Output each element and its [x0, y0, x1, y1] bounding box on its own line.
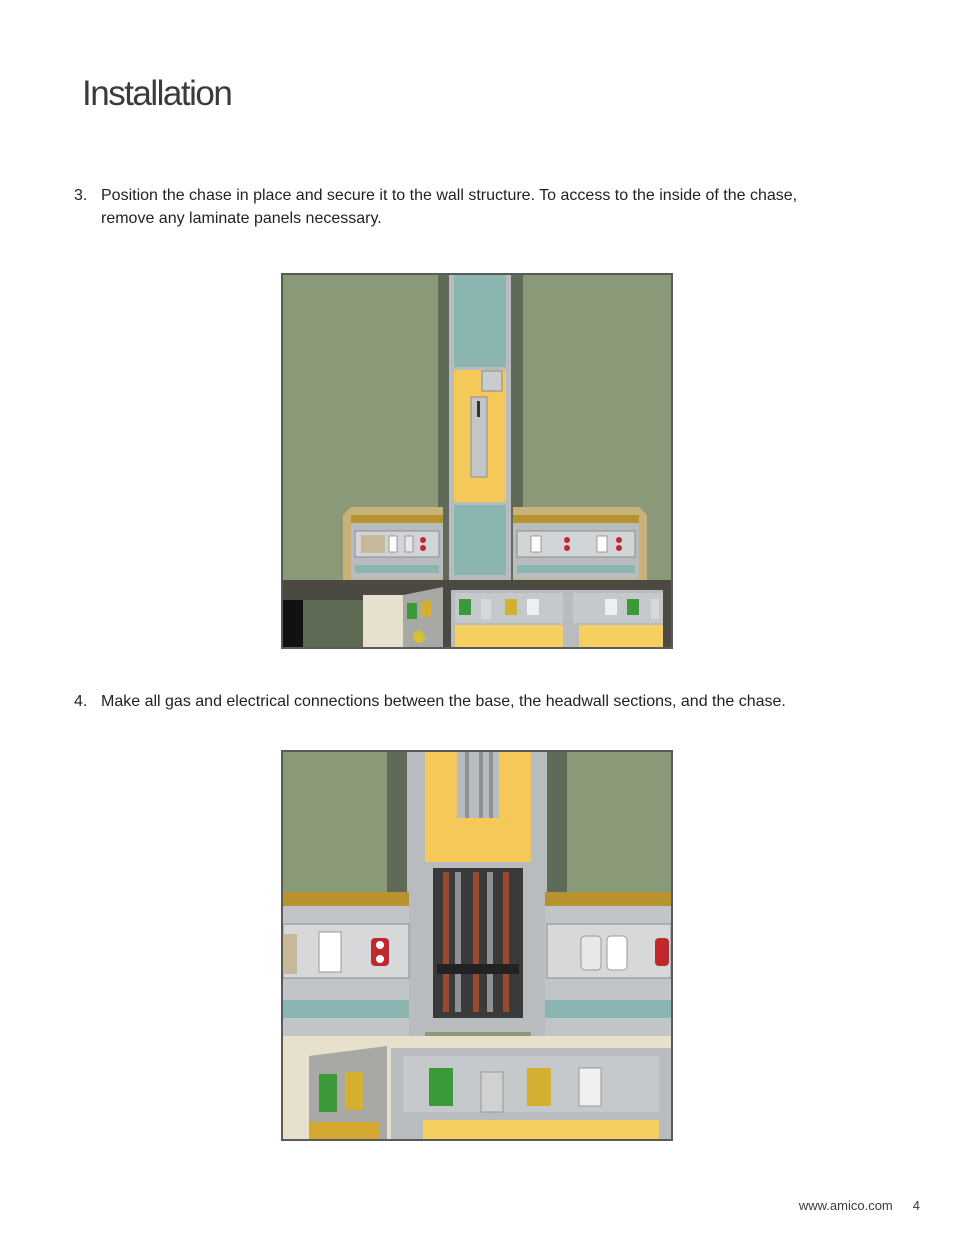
page-title: Installation — [82, 74, 233, 113]
chase-installation-illustration — [281, 273, 673, 649]
connections-illustration — [281, 750, 673, 1141]
step-number: 4. — [74, 693, 88, 710]
step-3: 3. Position the chase in place and secur… — [74, 184, 854, 230]
step-number: 3. — [74, 187, 88, 204]
footer-url: www.amico.com — [798, 1198, 893, 1213]
step-text: Make all gas and electrical connections … — [101, 693, 786, 710]
page-footer: www.amico.com 4 — [799, 1198, 920, 1213]
step-text: Position the chase in place and secure i… — [101, 187, 798, 227]
step-4: 4. Make all gas and electrical connectio… — [74, 690, 854, 713]
page-number: 4 — [912, 1198, 920, 1213]
